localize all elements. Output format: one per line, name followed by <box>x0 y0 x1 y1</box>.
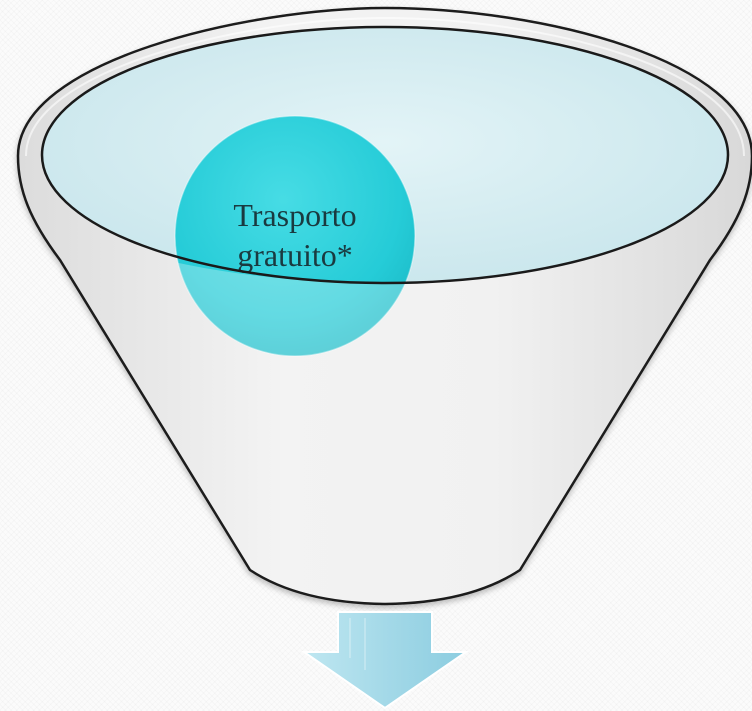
funnel-item-bubble: Trasporto gratuito* <box>174 115 416 357</box>
funnel-opening-outline <box>40 25 730 285</box>
bubble-label-line2: gratuito* <box>237 237 353 273</box>
svg-text:Trasporto: Trasporto <box>233 197 356 233</box>
arrow-down-icon <box>300 611 470 710</box>
svg-text:gratuito*: gratuito* <box>237 237 353 273</box>
bubble-label-line1: Trasporto <box>233 197 356 233</box>
